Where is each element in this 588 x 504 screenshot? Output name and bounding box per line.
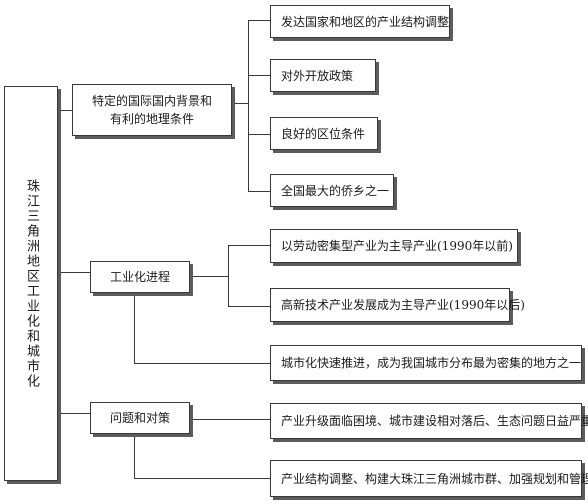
leaf-node: 高新技术产业发展成为主导产业(1990年以后) xyxy=(270,288,525,322)
branch-label: 工业化进程 xyxy=(109,270,170,284)
connector-line xyxy=(248,191,270,192)
connector-line xyxy=(134,293,135,363)
connector-line xyxy=(190,419,270,420)
branch-label: 问题和对策 xyxy=(109,411,170,425)
connector-line xyxy=(58,272,90,273)
connector-line xyxy=(58,413,90,414)
branch-node-industrialization: 工业化进程 xyxy=(90,261,190,293)
leaf-node: 产业结构调整、构建大珠江三角洲城市群、加强规划和管理 xyxy=(270,460,588,497)
leaf-node: 全国最大的侨乡之一 xyxy=(270,174,394,207)
leaf-label: 城市化快速推进，成为我国城市分布最为密集的地方之一 xyxy=(281,356,582,370)
connector-line xyxy=(228,245,229,306)
connector-line xyxy=(228,306,270,307)
leaf-label: 发达国家和地区的产业结构调整 xyxy=(281,14,450,29)
leaf-node: 对外开放政策 xyxy=(270,59,376,92)
connector-line xyxy=(134,478,270,479)
branch-label: 特定的国际国内背景和有利的地理条件 xyxy=(91,94,212,126)
leaf-label: 良好的区位条件 xyxy=(281,126,366,141)
connector-line xyxy=(134,433,135,478)
leaf-label: 对外开放政策 xyxy=(281,68,354,83)
connector-line xyxy=(248,134,270,135)
leaf-label: 以劳动密集型产业为主导产业(1990年以前) xyxy=(281,239,513,253)
leaf-label: 全国最大的侨乡之一 xyxy=(281,183,390,198)
connector-line xyxy=(190,276,228,277)
branch-node-problems: 问题和对策 xyxy=(90,402,190,434)
connector-line xyxy=(232,103,248,104)
leaf-label: 产业升级面临困境、城市建设相对落后、生态问题日益严重 xyxy=(281,414,588,428)
connector-line xyxy=(248,20,270,21)
leaf-node: 城市化快速推进，成为我国城市分布最为密集的地方之一 xyxy=(270,345,582,381)
root-node: 珠江三角洲地区工业化和城市化 xyxy=(4,86,58,481)
connector-line xyxy=(248,75,270,76)
leaf-node: 产业升级面临困境、城市建设相对落后、生态问题日益严重 xyxy=(270,403,588,439)
connector-line xyxy=(58,110,72,111)
leaf-node: 以劳动密集型产业为主导产业(1990年以前) xyxy=(270,229,518,263)
root-label: 珠江三角洲地区工业化和城市化 xyxy=(24,178,39,389)
connector-line xyxy=(134,363,270,364)
branch-node-background: 特定的国际国内背景和有利的地理条件 xyxy=(72,84,232,136)
leaf-label: 高新技术产业发展成为主导产业(1990年以后) xyxy=(281,298,525,312)
leaf-label: 产业结构调整、构建大珠江三角洲城市群、加强规划和管理 xyxy=(281,471,588,486)
connector-line xyxy=(228,245,270,246)
leaf-node: 良好的区位条件 xyxy=(270,117,378,150)
leaf-node: 发达国家和地区的产业结构调整 xyxy=(270,5,450,38)
connector-line xyxy=(248,20,249,191)
